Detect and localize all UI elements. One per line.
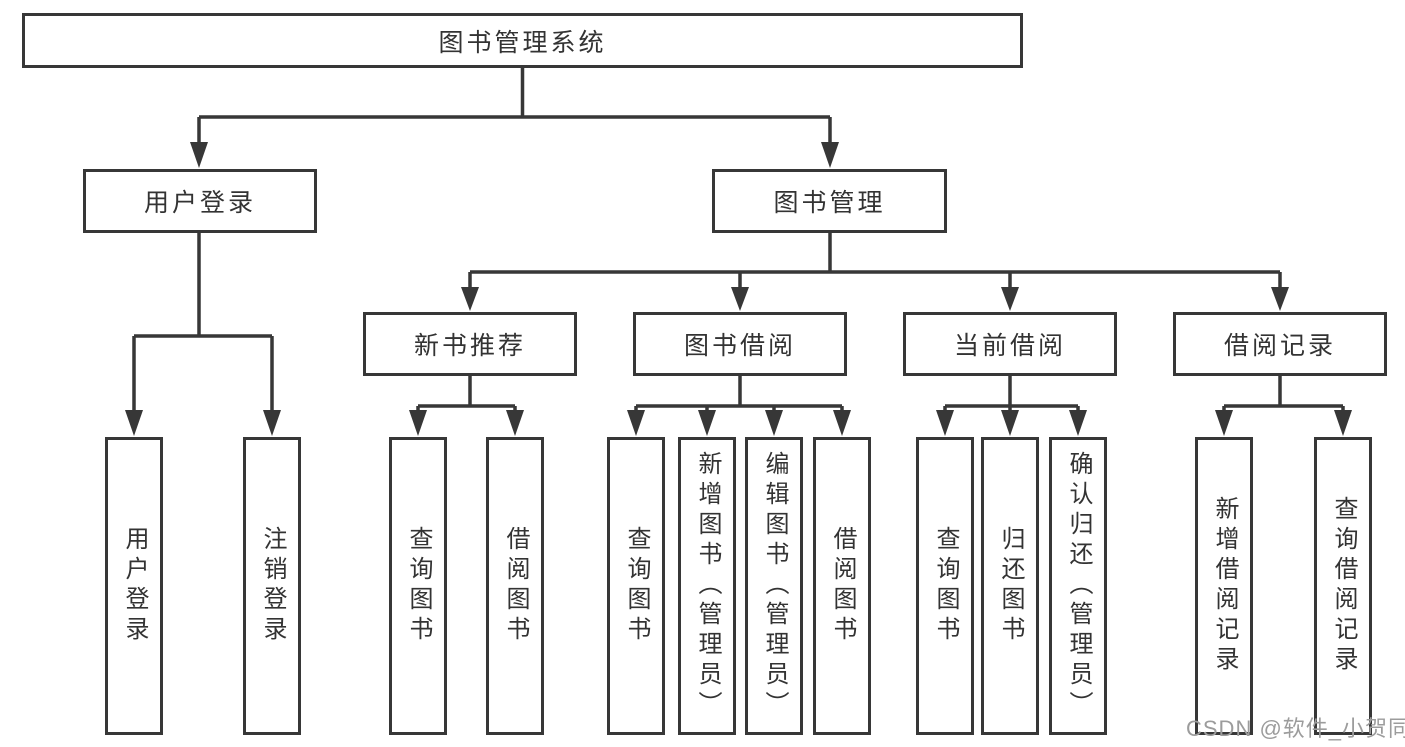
arrow-down-icon (263, 410, 281, 436)
arrow-down-icon (1271, 287, 1289, 311)
node-leaf-newbook-query: 查询图书 (389, 437, 447, 735)
leaf-label: 查询借阅记录 (1330, 496, 1357, 676)
arrow-down-icon (833, 410, 851, 436)
node-book-borrow: 图书借阅 (633, 312, 847, 376)
connector-line (1222, 376, 1345, 412)
node-current-borrow: 当前借阅 (903, 312, 1117, 376)
arrow-down-icon (731, 287, 749, 311)
connector-book-mgmt-to-level3 (461, 233, 1289, 311)
leaf-label: 查询图书 (932, 526, 959, 646)
connector-user-login-children (125, 233, 281, 436)
arrow-down-icon (1334, 410, 1352, 436)
arrow-down-icon (936, 410, 954, 436)
connector-line (197, 66, 832, 144)
leaf-label: 新增借阅记录 (1211, 496, 1238, 676)
node-leaf-newbook-borrow: 借阅图书 (486, 437, 544, 735)
node-book-mgmt: 图书管理 (712, 169, 947, 233)
connector-line (132, 233, 274, 412)
arrow-down-icon (1069, 410, 1087, 436)
arrow-down-icon (461, 287, 479, 311)
connector-line (634, 376, 844, 412)
arrow-down-icon (190, 142, 208, 168)
node-leaf-record-query: 查询借阅记录 (1314, 437, 1372, 735)
connector-root-to-level2 (190, 66, 839, 168)
node-borrow-records: 借阅记录 (1173, 312, 1387, 376)
node-user-login: 用户登录 (83, 169, 317, 233)
leaf-label: 查询图书 (623, 526, 650, 646)
leaf-label: 查询图书 (405, 526, 432, 646)
arrow-down-icon (821, 142, 839, 168)
connector-line (416, 376, 517, 412)
node-leaf-borrow-borrow: 借阅图书 (813, 437, 871, 735)
node-leaf-logout: 注销登录 (243, 437, 301, 735)
node-new-book-rec: 新书推荐 (363, 312, 577, 376)
watermark-text: CSDN @软件_小贺同学 (1186, 716, 1405, 741)
leaf-label: 借阅图书 (502, 526, 529, 646)
connector-current-borrow-children (936, 376, 1087, 436)
leaf-label: 注销登录 (259, 526, 286, 646)
node-leaf-current-query: 查询图书 (916, 437, 974, 735)
node-leaf-current-return: 归还图书 (981, 437, 1039, 735)
leaf-label: 借阅图书 (829, 526, 856, 646)
connector-line (468, 233, 1282, 289)
arrow-down-icon (1001, 287, 1019, 311)
node-leaf-record-add: 新增借阅记录 (1195, 437, 1253, 735)
arrow-down-icon (409, 410, 427, 436)
connector-book-borrow-children (627, 376, 851, 436)
leaf-label: 归还图书 (997, 526, 1024, 646)
arrow-down-icon (1001, 410, 1019, 436)
connector-line (943, 376, 1080, 412)
arrow-down-icon (765, 410, 783, 436)
arrow-down-icon (698, 410, 716, 436)
arrow-down-icon (627, 410, 645, 436)
leaf-label: 用户登录 (121, 526, 148, 646)
arrow-down-icon (125, 410, 143, 436)
node-leaf-user-login: 用户登录 (105, 437, 163, 735)
node-leaf-current-confirm: 确认归还（管理员） (1049, 437, 1107, 735)
leaf-label: 编辑图书（管理员） (761, 451, 788, 721)
connector-new-book-children (409, 376, 524, 436)
arrow-down-icon (506, 410, 524, 436)
leaf-label: 确认归还（管理员） (1065, 451, 1092, 721)
node-leaf-borrow-add: 新增图书（管理员） (678, 437, 736, 735)
connector-borrow-records-children (1215, 376, 1352, 436)
node-leaf-borrow-query: 查询图书 (607, 437, 665, 735)
node-root: 图书管理系统 (22, 13, 1023, 68)
arrow-down-icon (1215, 410, 1233, 436)
leaf-label: 新增图书（管理员） (694, 451, 721, 721)
node-leaf-borrow-edit: 编辑图书（管理员） (745, 437, 803, 735)
